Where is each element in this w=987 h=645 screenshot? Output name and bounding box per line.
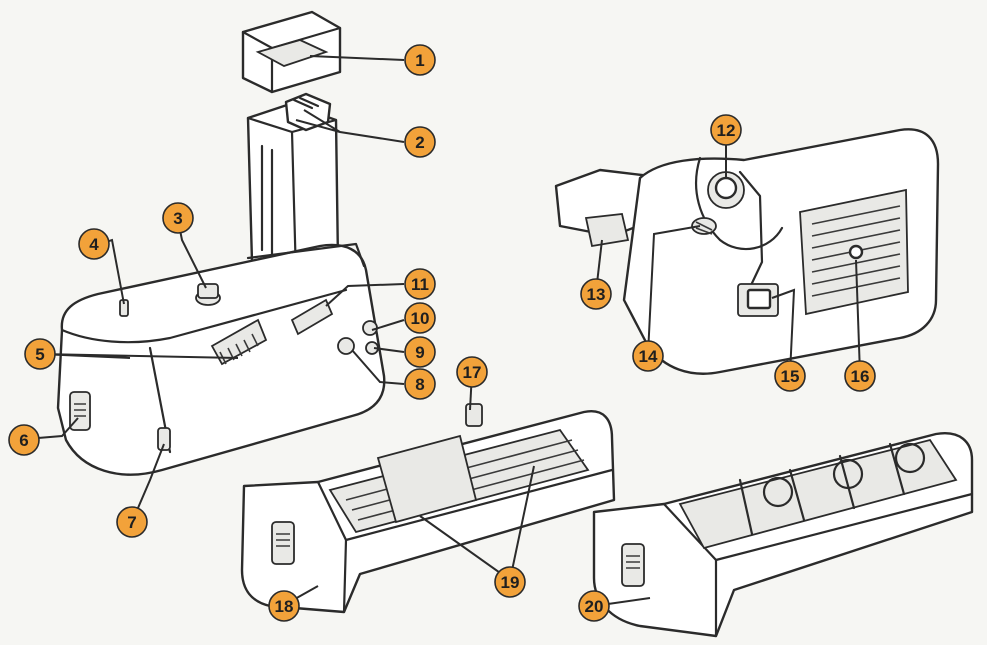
- callout-badge-circle: [162, 202, 194, 234]
- callout-label: 1: [415, 51, 424, 70]
- callout-badge-4: 4: [78, 228, 110, 260]
- callout-badge-14: 14: [632, 340, 664, 372]
- callout-badge-circle: [8, 424, 40, 456]
- callout-badge-circle: [580, 278, 612, 310]
- callout-badge-11: 11: [404, 268, 436, 300]
- callout-badge-circle: [404, 44, 436, 76]
- callout-badges: 1 2 3 4 5 6 7 8: [8, 44, 876, 622]
- callout-label: 18: [275, 597, 294, 616]
- callout-badge-18: 18: [268, 590, 300, 622]
- callout-label: 9: [415, 343, 424, 362]
- callout-label: 10: [411, 309, 430, 328]
- callout-label: 15: [781, 367, 800, 386]
- callout-label: 20: [585, 597, 604, 616]
- callout-badge-circle: [404, 126, 436, 158]
- leader-lines: [37, 55, 861, 607]
- contact-cover: [241, 10, 342, 94]
- callout-badge-circle: [456, 356, 488, 388]
- callout-badge-circle: [774, 360, 806, 392]
- callout-badge-19: 19: [494, 566, 526, 598]
- grip-body: [56, 242, 386, 476]
- callout-label: 19: [501, 573, 520, 592]
- callout-label: 2: [415, 133, 424, 152]
- callout-badge-circle: [404, 302, 436, 334]
- callout-label: 6: [19, 431, 28, 450]
- callout-label: 8: [415, 375, 424, 394]
- callout-badge-circle: [404, 368, 436, 400]
- callout-badge-20: 20: [578, 590, 610, 622]
- callout-label: 16: [851, 367, 870, 386]
- callout-label: 14: [639, 347, 658, 366]
- callout-badge-circle: [844, 360, 876, 392]
- callout-badge-circle: [578, 590, 610, 622]
- callout-label: 17: [463, 363, 482, 382]
- callout-label: 7: [127, 513, 136, 532]
- callout-badge-3: 3: [162, 202, 194, 234]
- callout-badge-circle: [494, 566, 526, 598]
- callout-badge-circle: [78, 228, 110, 260]
- callout-badge-1: 1: [404, 44, 436, 76]
- callout-label: 11: [411, 275, 429, 294]
- callout-badge-13: 13: [580, 278, 612, 310]
- callout-badge-10: 10: [404, 302, 436, 334]
- callout-badge-circle: [24, 338, 56, 370]
- callout-badge-15: 15: [774, 360, 806, 392]
- callout-badge-9: 9: [404, 336, 436, 368]
- callout-badge-8: 8: [404, 368, 436, 400]
- battery-magazine: [240, 403, 616, 614]
- callout-label: 13: [587, 285, 606, 304]
- callout-badge-circle: [404, 268, 436, 300]
- callout-badge-17: 17: [456, 356, 488, 388]
- callout-badge-6: 6: [8, 424, 40, 456]
- callout-badge-16: 16: [844, 360, 876, 392]
- aa-battery-magazine: [592, 432, 974, 638]
- callout-badge-2: 2: [404, 126, 436, 158]
- callout-badge-circle: [268, 590, 300, 622]
- callout-label: 5: [35, 345, 44, 364]
- callout-badge-circle: [116, 506, 148, 538]
- callout-label: 4: [89, 235, 99, 254]
- callout-badge-7: 7: [116, 506, 148, 538]
- callout-badge-circle: [710, 114, 742, 146]
- callout-badge-circle: [632, 340, 664, 372]
- callout-label: 12: [717, 121, 736, 140]
- grip-rear-view: [554, 128, 940, 375]
- callout-badge-5: 5: [24, 338, 56, 370]
- callout-label: 3: [173, 209, 182, 228]
- callout-badge-circle: [404, 336, 436, 368]
- callout-badge-12: 12: [710, 114, 742, 146]
